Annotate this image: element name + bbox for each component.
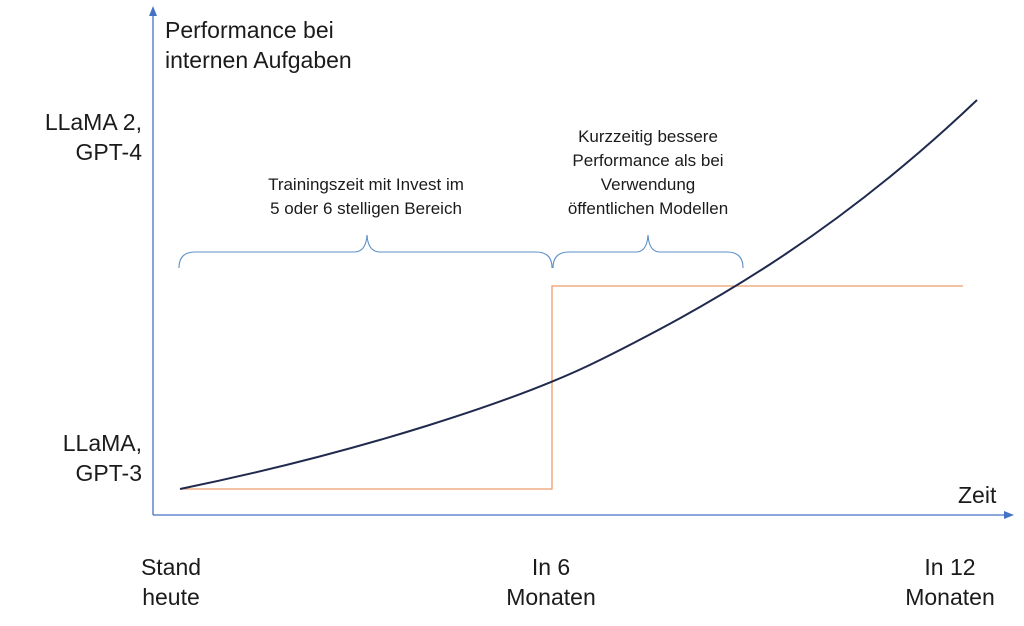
y-tick-label-bottom: LLaMA, GPT-3 (62, 430, 142, 486)
annotation-training-period: Trainingszeit mit Invest im 5 oder 6 ste… (268, 175, 464, 218)
y-axis-arrowhead (149, 6, 157, 16)
x-axis-arrowhead (1004, 511, 1014, 519)
public-model-curve (179, 99, 978, 490)
x-tick-label-end: In 12 Monaten (905, 554, 995, 610)
y-axis-title: Performance bei internen Aufgaben (165, 17, 352, 73)
x-tick-label-middle: In 6 Monaten (506, 554, 596, 610)
x-tick-label-start: Stand heute (140, 554, 202, 610)
x-axis-title: Zeit (958, 482, 997, 508)
brace-training-period (178, 234, 553, 269)
y-tick-label-top: LLaMA 2, GPT-4 (44, 109, 142, 165)
annotation-advantage-period: Kurzzeitig bessere Performance als bei V… (567, 127, 729, 218)
internal-model-step-line (180, 285, 963, 490)
brace-advantage-period (552, 234, 744, 269)
